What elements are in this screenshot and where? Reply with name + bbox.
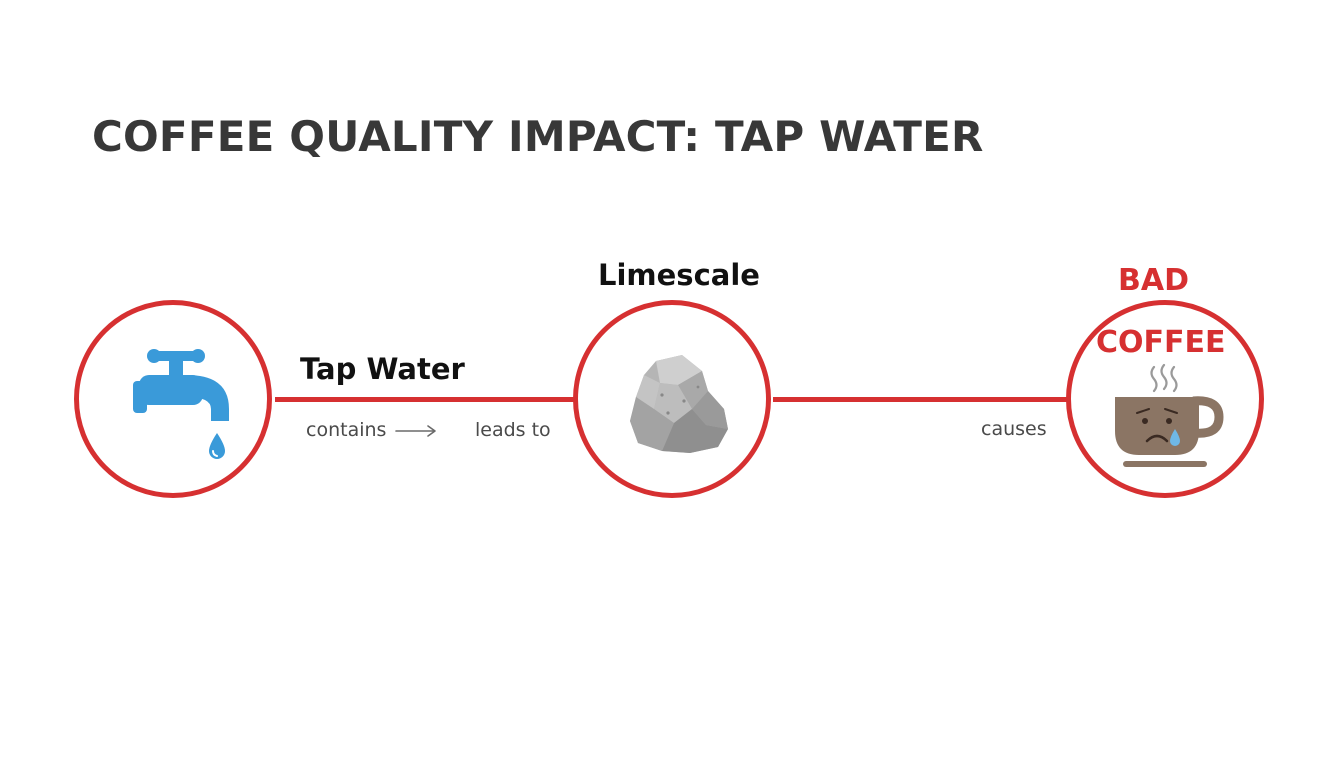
tap-water-label: Tap Water (300, 352, 465, 386)
diagram-title: COFFEE QUALITY IMPACT: TAP WATER (92, 112, 984, 161)
sad-coffee-cup-icon (1115, 363, 1224, 467)
bad-coffee-node (1066, 300, 1264, 498)
rock-icon (630, 355, 728, 453)
tap-water-node (74, 300, 272, 498)
edge-label-contains: contains (306, 419, 387, 441)
faucet-icon (133, 349, 229, 459)
coffee-label: COFFEE (1096, 325, 1226, 360)
limescale-label: Limescale (598, 258, 760, 292)
limescale-node (573, 300, 771, 498)
arrow-right-icon (395, 425, 436, 437)
edge-label-causes: causes (981, 418, 1047, 440)
edge-label-leads-to: leads to (475, 419, 551, 441)
bad-label: BAD (1118, 263, 1189, 298)
connector-line-limescale-to-coffee (773, 397, 1068, 402)
connector-line-tap-to-limescale (275, 397, 575, 402)
